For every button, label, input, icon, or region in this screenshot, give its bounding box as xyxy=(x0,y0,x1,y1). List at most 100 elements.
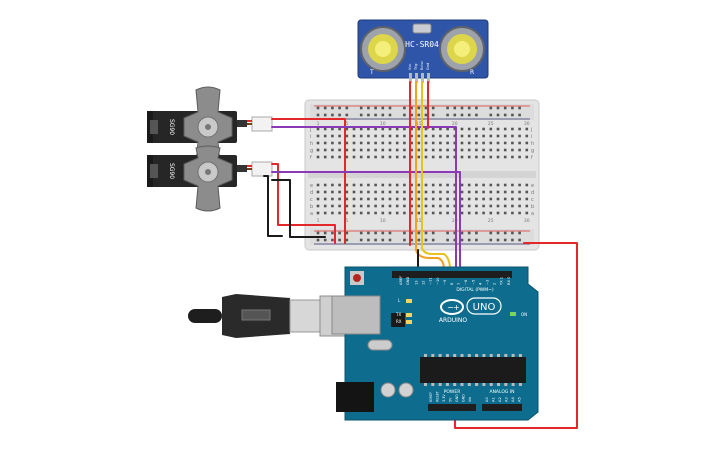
servo-1-label: SG90 xyxy=(168,119,175,135)
power-pin-label: 3.3V xyxy=(442,394,446,402)
digital-label: DIGITAL (PWM~) xyxy=(456,287,494,293)
bb-column-number: 20 xyxy=(452,218,458,224)
bb-column-number: 20 xyxy=(452,121,458,127)
digital-pin-label: 13 xyxy=(415,280,419,285)
bb-column-number: 25 xyxy=(488,218,494,224)
svg-text:+: + xyxy=(453,303,460,312)
power-pin-label: 5V xyxy=(449,397,453,402)
bb-column-number: 5 xyxy=(345,121,348,127)
sensor-t-mark: T xyxy=(369,69,374,76)
digital-pin-label: ~10 xyxy=(436,277,440,285)
wire-5v-loop xyxy=(454,242,578,429)
wire-servo2-gnd xyxy=(263,175,283,237)
bb-row-letter: j xyxy=(309,127,311,133)
analog-pin-label: A5 xyxy=(518,397,522,402)
wire-servo1-gnd xyxy=(271,179,326,238)
receiver-transducer xyxy=(439,26,485,72)
bb-column-number: 10 xyxy=(380,121,386,127)
bb-row-letter: b xyxy=(531,204,534,210)
bb-column-number: 30 xyxy=(524,121,530,127)
servo-motor-1: SG90 xyxy=(147,86,273,168)
transmitter-transducer xyxy=(360,26,406,72)
wire-sensor-echo xyxy=(421,81,451,271)
wire-servo1-signal xyxy=(271,126,457,271)
svg-text:−: − xyxy=(447,303,454,312)
wire-servo2-signal xyxy=(271,171,461,271)
bb-row-letter: c xyxy=(531,197,534,203)
digital-pin-label: 2 xyxy=(493,283,497,285)
sensor-model-label: HC-SR04 xyxy=(405,40,439,49)
bb-row-letter: a xyxy=(310,211,313,217)
digital-pin-label: ~5 xyxy=(471,280,475,285)
digital-pin-label: 7 xyxy=(457,283,461,285)
led-tx-label: TX xyxy=(395,312,401,317)
led-l-label: L xyxy=(398,298,401,303)
servo-2-label: SG90 xyxy=(168,163,175,179)
bb-row-letter: g xyxy=(310,148,313,154)
analog-pin-label: A0 xyxy=(485,397,489,402)
sensor-pin-label: Trig xyxy=(414,64,418,71)
digital-pin-label: 8 xyxy=(450,282,454,285)
bb-row-letter: e xyxy=(531,183,534,189)
bb-column-number: 1 xyxy=(317,218,320,224)
bb-row-letter: e xyxy=(310,183,313,189)
sensor-pin-label: Vcc xyxy=(408,64,412,70)
bb-row-letter: d xyxy=(310,190,313,196)
bb-row-letter: i xyxy=(310,134,311,140)
power-pin-label: IOREF xyxy=(429,392,433,402)
bb-column-number: 10 xyxy=(380,218,386,224)
power-pin-label: GND xyxy=(462,394,466,402)
analog-pin-label: A3 xyxy=(505,397,509,402)
bb-column-number: 5 xyxy=(345,218,348,224)
bb-row-letter: j xyxy=(530,127,532,133)
bb-row-letter: a xyxy=(531,211,534,217)
power-pin-label: Vin xyxy=(468,397,472,402)
analog-pin-label: A2 xyxy=(498,397,502,402)
wires xyxy=(263,81,578,429)
digital-pin-label: 12 xyxy=(422,280,426,285)
bb-row-letter: h xyxy=(531,141,534,147)
on-label: ON xyxy=(521,312,527,317)
arduino-uno: − + ARDUINO UNO DIGITAL (PWM~) POWER ANA… xyxy=(331,266,539,421)
bb-row-letter: h xyxy=(310,141,313,147)
arduino-model: UNO xyxy=(473,302,496,313)
digital-pin-label: ~3 xyxy=(486,280,490,285)
bb-column-number: 15 xyxy=(416,121,422,127)
sensor-r-mark: R xyxy=(470,69,474,76)
power-label: POWER xyxy=(444,389,461,395)
bb-column-number: 30 xyxy=(524,218,530,224)
servo-motor-2: SG90 xyxy=(147,145,273,212)
led-rx-label: RX xyxy=(396,319,402,324)
digital-pin-label: ~11 xyxy=(429,277,433,285)
power-pin-label: RESET xyxy=(436,390,440,402)
bb-column-number: 1 xyxy=(317,121,320,127)
bb-row-letter: d xyxy=(531,190,534,196)
sensor-pin-label: Gnd xyxy=(426,63,430,70)
digital-pin-label: RX 0 xyxy=(507,276,511,285)
analog-pin-label: A1 xyxy=(492,397,496,402)
digital-pin-label: ~6 xyxy=(464,279,468,285)
wire-servo2-vcc xyxy=(271,163,336,244)
bb-column-number: 25 xyxy=(488,121,494,127)
digital-pin-label: 4 xyxy=(478,282,482,285)
power-pin-label: GND xyxy=(455,394,459,402)
bb-row-letter: b xyxy=(310,204,313,210)
bb-row-letter: g xyxy=(531,148,534,154)
arduino-logo: − + xyxy=(440,299,464,315)
arduino-brand: ARDUINO xyxy=(439,317,468,324)
digital-pin-label: TX 1 xyxy=(500,277,504,286)
bb-column-number: 15 xyxy=(416,218,422,224)
sensor-pin-label: Echo xyxy=(420,61,424,70)
bb-row-letter: f xyxy=(531,155,533,161)
wire-servo1-vcc xyxy=(271,118,346,244)
bb-row-letter: i xyxy=(531,134,532,140)
aref-pin-label: AREF xyxy=(399,276,403,285)
analog-label: ANALOG IN xyxy=(489,389,514,395)
bb-row-letter: c xyxy=(310,197,313,203)
analog-pin-label: A4 xyxy=(511,397,515,402)
digital-pin-label: ~9 xyxy=(443,279,447,285)
bb-row-letter: f xyxy=(310,155,312,161)
